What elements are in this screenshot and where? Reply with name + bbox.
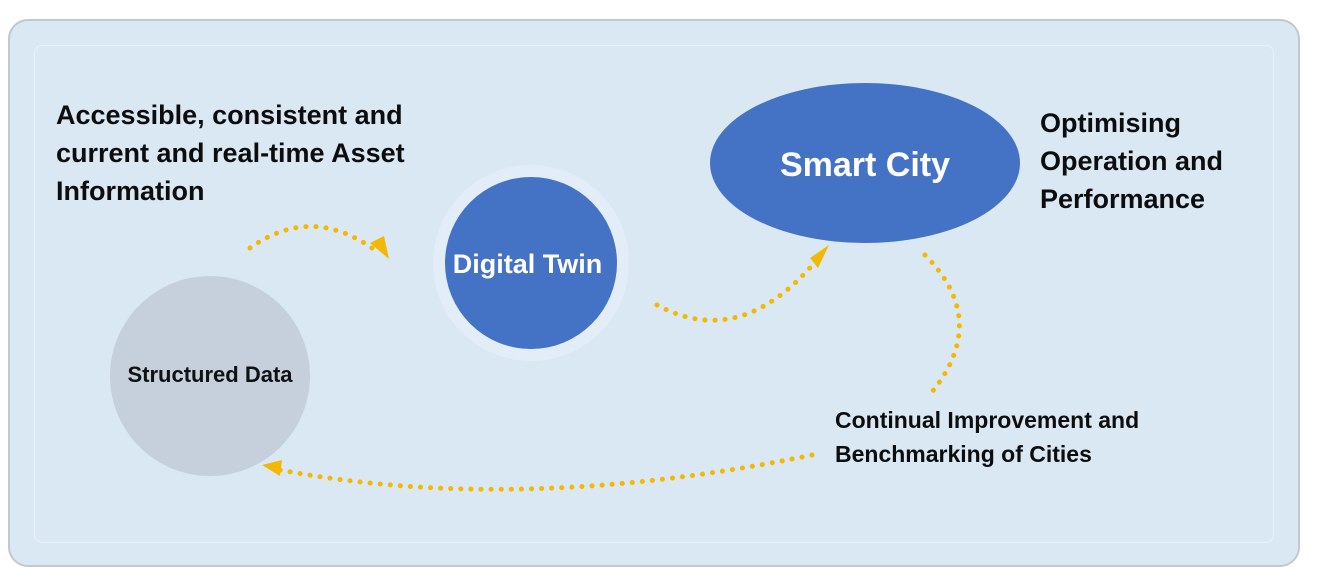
inner-frame — [34, 45, 1274, 543]
arrowhead-twin — [370, 236, 389, 259]
arrow-city-to-improvement — [922, 252, 962, 395]
smart-city-node — [710, 83, 1020, 243]
optimising-text: Optimising Operation and Performance — [1040, 108, 1224, 214]
continual-improvement-text: Continual Improvement and Benchmarking o… — [835, 407, 1140, 467]
arrowhead-data — [262, 460, 282, 476]
arrow-twin-to-city — [654, 259, 818, 323]
structured-data-node — [110, 276, 310, 476]
smart-city-label: Smart City — [779, 145, 951, 184]
arrow-data-to-twin — [247, 224, 375, 251]
arrowhead-city — [810, 245, 829, 268]
digital-twin-label: Digital Twin — [452, 249, 603, 280]
structured-data-label: Structured Data — [127, 362, 293, 388]
arrow-improvement-to-data — [277, 452, 815, 492]
asset-information-text: Accessible, consistent and current and r… — [56, 100, 405, 206]
digital-twin-node — [445, 177, 617, 349]
